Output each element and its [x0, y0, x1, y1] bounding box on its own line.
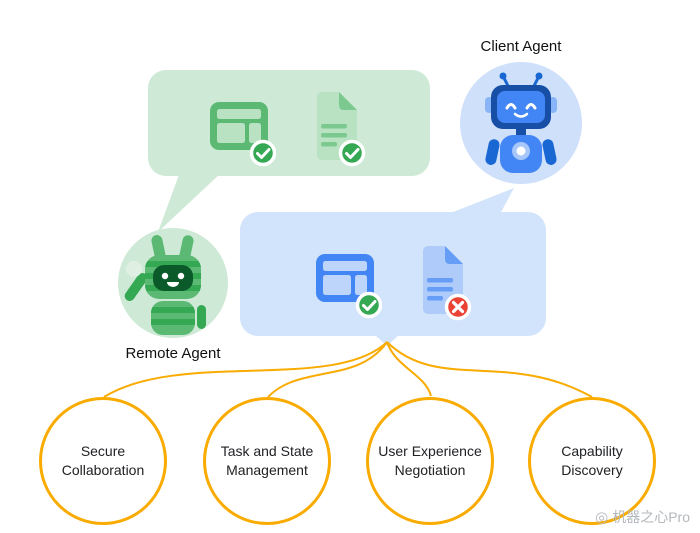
client-agent-speech-bubble [240, 212, 546, 336]
watermark: ◎ 机器之心Pro [595, 507, 690, 527]
error-badge-icon [444, 293, 472, 321]
watermark-text: 机器之心Pro [612, 509, 690, 525]
blue-bubble-tail-icon [448, 188, 514, 214]
check-badge-icon [355, 291, 382, 319]
feature-label: Task and State Management [220, 443, 314, 478]
remote-agent-label: Remote Agent [125, 345, 221, 362]
feature-circle-capability-discovery: Capability Discovery [528, 397, 656, 525]
feature-circle-task-state-management: Task and State Management [203, 397, 331, 525]
feature-label: Secure Collaboration [61, 443, 145, 478]
client-agent-robot-icon [460, 62, 582, 184]
document-error-icon-blue [423, 246, 472, 321]
check-badge-icon [338, 139, 366, 167]
table-check-icon-blue [316, 254, 382, 319]
feature-circle-user-experience-negotiation: User Experience Negotiation [366, 397, 494, 525]
watermark-logo-icon: ◎ [595, 508, 609, 526]
remote-agent-robot-icon [118, 228, 228, 338]
feature-circle-secure-collaboration: Secure Collaboration [39, 397, 167, 525]
table-check-icon-green [210, 102, 276, 167]
feature-label: User Experience Negotiation [378, 443, 482, 478]
document-check-icon-green [317, 92, 366, 167]
remote-agent-speech-bubble [148, 70, 430, 176]
feature-label: Capability Discovery [561, 443, 623, 478]
green-bubble-tail-icon [158, 172, 222, 232]
check-badge-icon [249, 139, 276, 167]
client-agent-label: Client Agent [480, 38, 562, 55]
